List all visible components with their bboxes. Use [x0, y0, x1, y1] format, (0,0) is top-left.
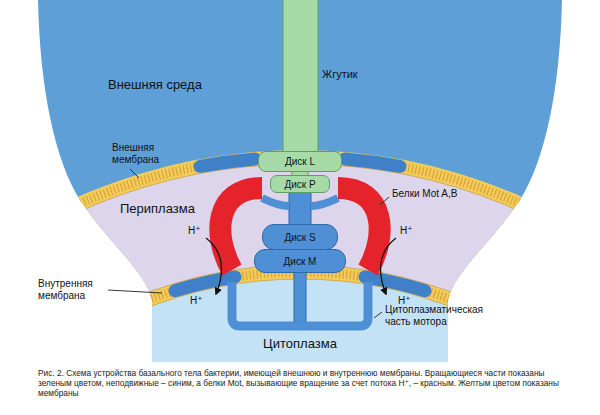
outer-membrane	[0, 150, 600, 415]
flagellum-filament	[283, 0, 318, 152]
leader-line	[108, 290, 162, 293]
leader-lines	[108, 169, 389, 318]
leader-line	[130, 169, 139, 178]
disk-label: Диск L	[285, 156, 315, 167]
part-label: Цитоплазматическая часть мотора	[385, 304, 493, 327]
stator-link	[262, 198, 289, 206]
disk-box: Диск L	[258, 151, 342, 172]
part-label: Внутренняя мембрана	[38, 278, 108, 301]
periplasm	[0, 164, 600, 415]
rod-shaft	[289, 191, 311, 227]
part-label: Внешняя среда	[108, 78, 202, 93]
leader-line	[374, 312, 382, 318]
leader-line	[380, 197, 389, 205]
part-label: Жгутик	[322, 68, 358, 81]
membrane-pores	[175, 159, 425, 291]
outer-pore	[200, 159, 255, 166]
part-label: Периплазма	[120, 202, 195, 217]
part-label: H⁺	[188, 225, 201, 237]
disk-box: Диск M	[254, 249, 346, 273]
part-label: H⁺	[190, 295, 203, 307]
stator-link	[311, 198, 338, 206]
inner-pore	[175, 277, 235, 291]
part-label: Белки Mot A,B	[392, 188, 457, 200]
part-label: Внешняя мембрана	[112, 142, 170, 165]
cytoplasmic-motor-part	[232, 282, 368, 326]
motor-stem	[294, 270, 306, 322]
part-label: H⁺	[400, 225, 413, 237]
part-label: Цитоплазма	[263, 337, 337, 352]
disk-box: Диск S	[262, 224, 338, 250]
proton-flow-arrow	[206, 238, 221, 294]
disk-box: Диск P	[270, 175, 330, 193]
inner-pore	[365, 277, 425, 291]
figure-caption: Рис. 2. Схема устройства базального тела…	[38, 368, 562, 398]
membranes-and-regions	[0, 150, 600, 415]
disk-label: Диск M	[284, 256, 317, 267]
disk-label: Диск P	[284, 179, 315, 190]
proton-flow-arrow	[381, 238, 396, 294]
inner-membrane	[0, 265, 600, 415]
outer-pore	[345, 159, 400, 166]
membrane-lipids	[0, 157, 600, 415]
disk-label: Диск S	[284, 232, 315, 243]
